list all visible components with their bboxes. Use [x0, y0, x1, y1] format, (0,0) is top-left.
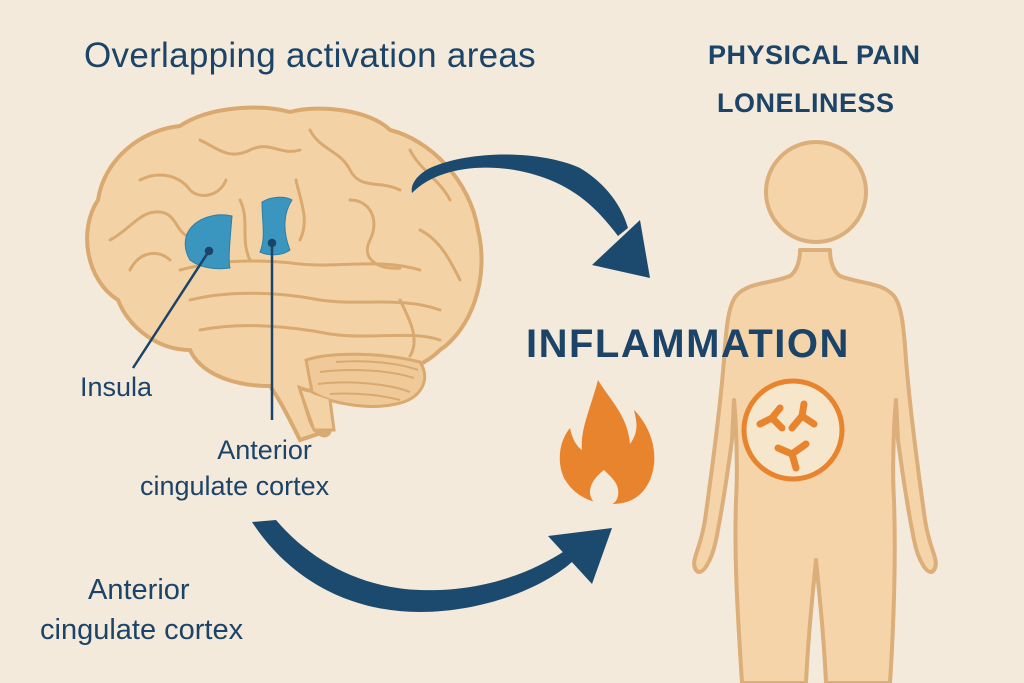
bottom-acc-line1: Anterior — [88, 574, 190, 606]
insula-label: Insula — [80, 372, 153, 402]
page-title: Overlapping activation areas — [84, 36, 536, 75]
arrow-icon — [411, 154, 650, 278]
bottom-acc-line2: cingulate cortex — [40, 614, 244, 646]
flame-icon — [559, 380, 655, 506]
condition-label-loneliness: LONELINESS — [717, 88, 895, 118]
brain-icon — [85, 105, 484, 443]
acc-label: Anterior cingulate cortex — [140, 432, 329, 504]
acc-label-line1: Anterior — [217, 435, 312, 465]
bottom-acc-label: Anterior cingulate cortex — [40, 570, 243, 650]
acc-label-line2: cingulate cortex — [140, 471, 330, 501]
condition-label-physical-pain: PHYSICAL PAIN — [708, 40, 921, 70]
arrow-icon — [252, 520, 612, 612]
immune-cell-icon — [741, 378, 845, 482]
inflammation-label: INFLAMMATION — [526, 322, 850, 366]
